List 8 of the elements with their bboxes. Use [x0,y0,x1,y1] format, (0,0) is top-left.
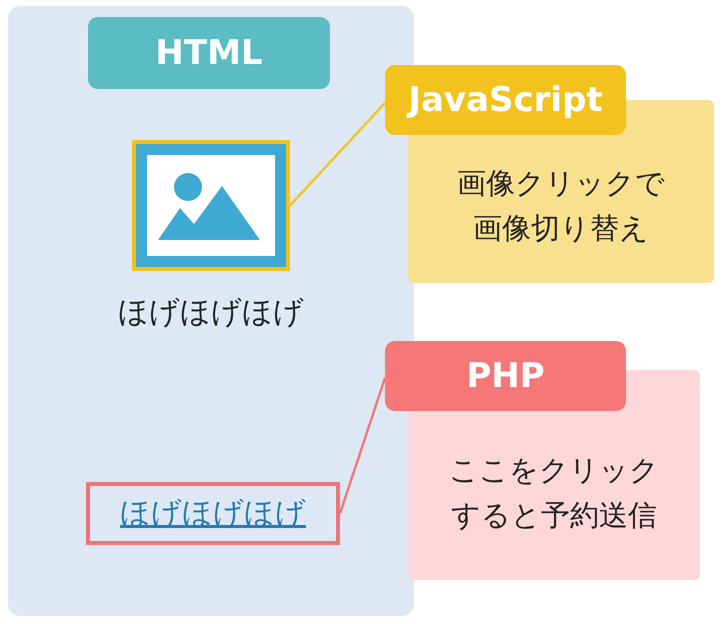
title-tab: PHP [385,341,626,411]
title-tab: JavaScript [385,65,626,135]
leader-line [338,378,386,514]
leader-line [289,102,386,206]
picture [132,140,290,271]
link-text: ほげほげほげ [86,482,340,545]
caption-text: ほげほげほげ [117,294,305,332]
title-box: HTML [88,17,330,89]
